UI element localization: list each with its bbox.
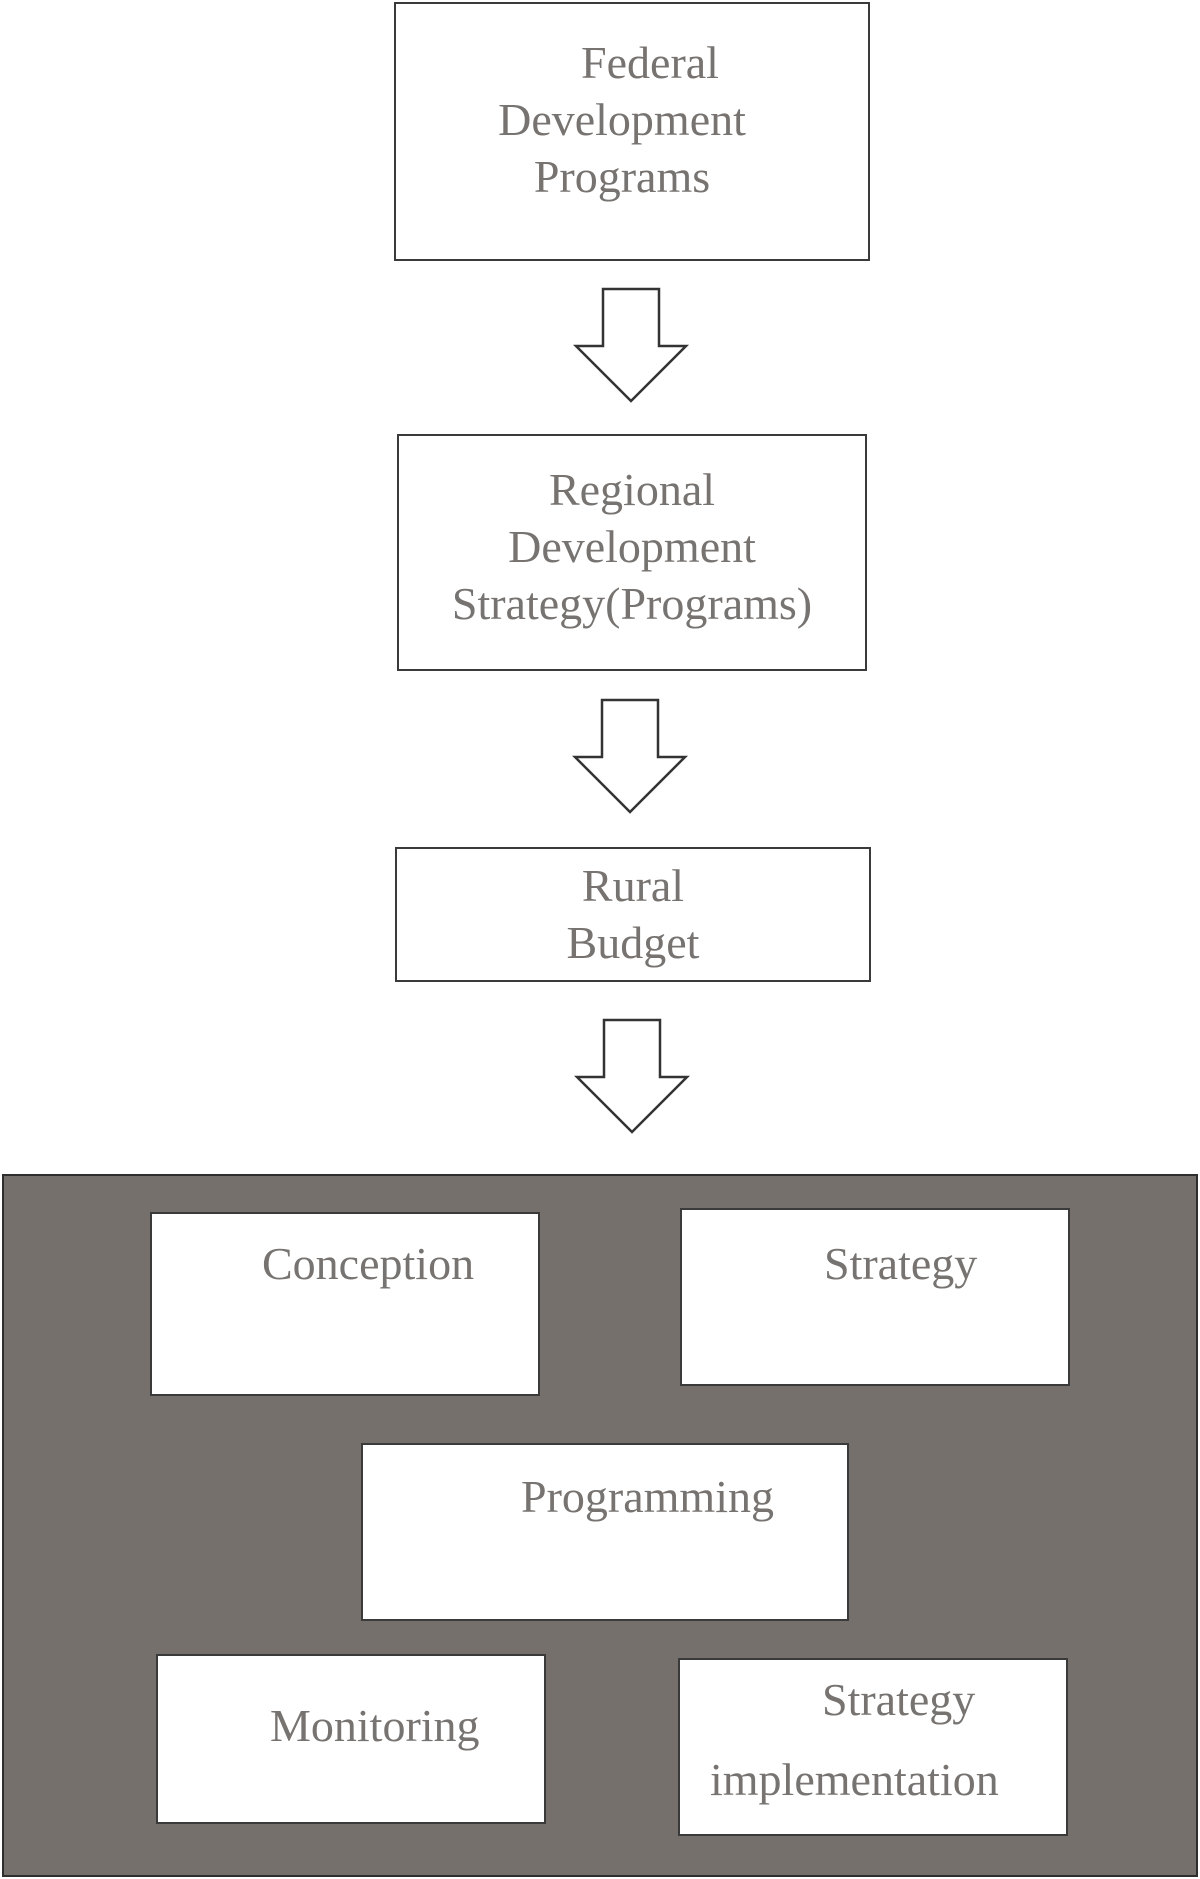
monitoring-box: Monitoring — [156, 1654, 546, 1824]
conception-label: Conception — [262, 1238, 475, 1289]
rural-box-line-2: Budget — [566, 917, 700, 968]
conception-box: Conception — [150, 1212, 540, 1396]
down-arrow-icon — [574, 1018, 694, 1136]
implementation-line-1: Strategy — [822, 1674, 976, 1725]
stages-panel: Conception Strategy Programming Monitori… — [2, 1174, 1198, 1877]
rural-box-line-1: Rural — [581, 860, 685, 911]
regional-box-line-2: Development — [508, 521, 756, 572]
programming-label: Programming — [521, 1471, 774, 1522]
down-arrow-icon — [572, 698, 692, 816]
federal-box-line-3: Programs — [533, 151, 711, 202]
regional-box-line-1: Regional — [548, 464, 716, 515]
strategy-implementation-box: Strategy implementation — [678, 1658, 1068, 1836]
federal-box-line-2: Development — [498, 94, 746, 145]
monitoring-label: Monitoring — [270, 1700, 480, 1751]
federal-box-line-1: Federal — [581, 37, 719, 88]
programming-box: Programming — [361, 1443, 849, 1621]
down-arrow-icon — [573, 287, 693, 405]
rural-budget-box: Rural Budget — [395, 847, 871, 982]
strategy-label: Strategy — [824, 1238, 978, 1289]
regional-box-line-3: Strategy(Programs) — [451, 578, 813, 629]
implementation-line-2: implementation — [710, 1754, 999, 1805]
regional-development-strategy-box: Regional Development Strategy(Programs) — [397, 434, 867, 671]
federal-development-programs-box: Federal Development Programs — [394, 2, 870, 261]
strategy-box: Strategy — [680, 1208, 1070, 1386]
